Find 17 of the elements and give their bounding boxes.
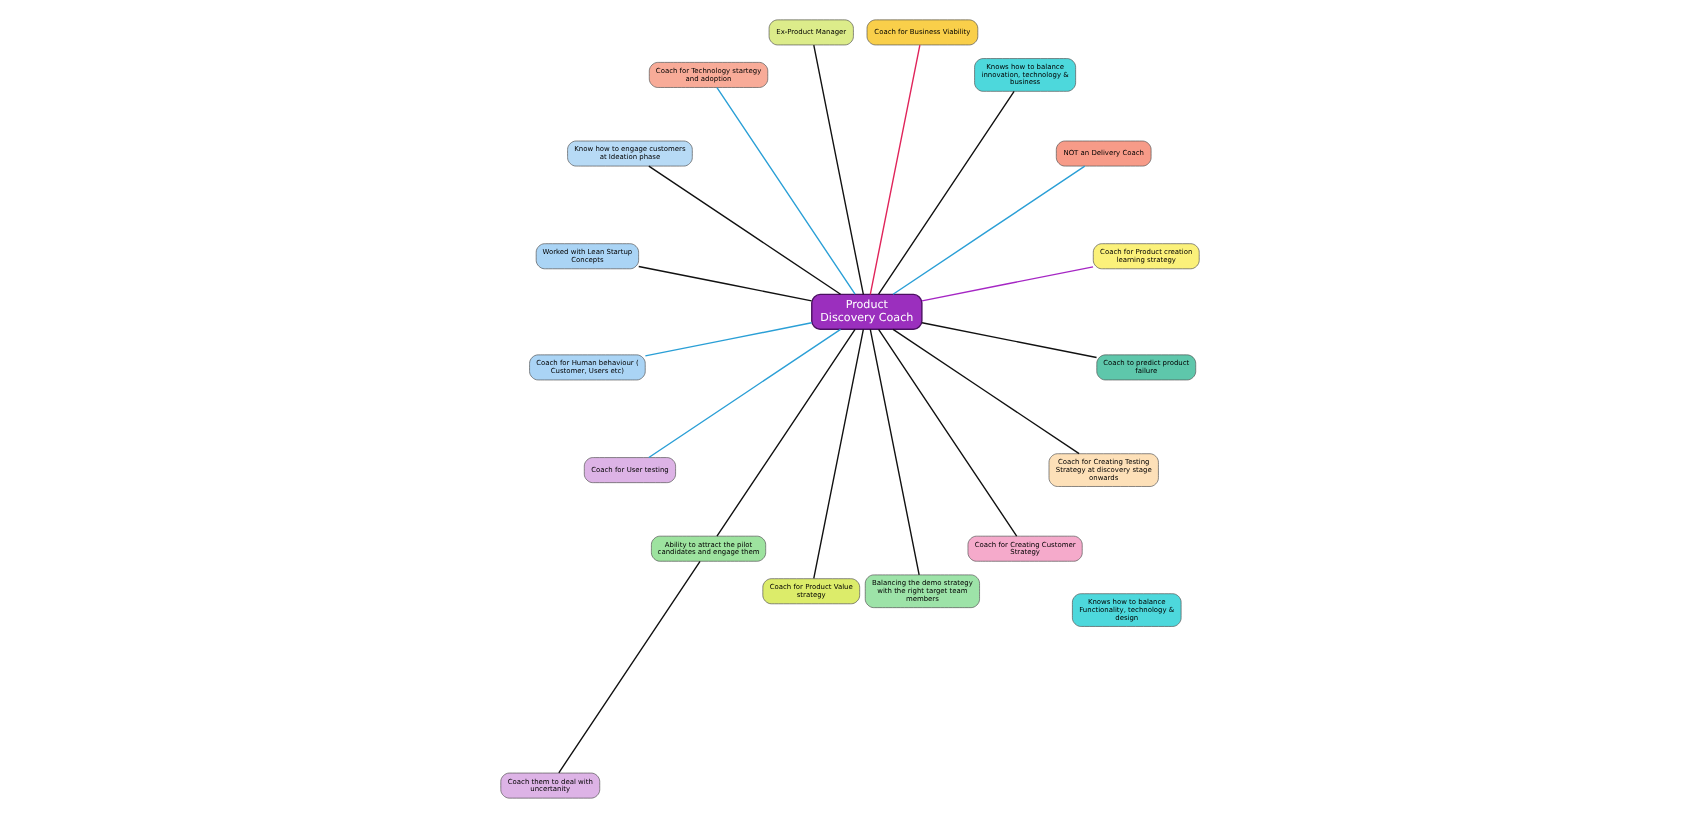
connector bbox=[869, 44, 921, 296]
connector bbox=[813, 328, 865, 580]
connector bbox=[892, 328, 1080, 455]
connector bbox=[648, 165, 842, 295]
connector bbox=[716, 328, 856, 537]
connector bbox=[921, 322, 1098, 359]
connector bbox=[716, 86, 856, 295]
connector bbox=[558, 560, 701, 774]
connector bbox=[648, 328, 842, 459]
connector bbox=[877, 328, 1018, 537]
connector bbox=[644, 322, 813, 357]
connector bbox=[921, 266, 1094, 302]
connector bbox=[638, 265, 813, 302]
connector bbox=[813, 44, 865, 296]
connector bbox=[892, 165, 1086, 295]
connector bbox=[877, 90, 1015, 295]
connector bbox=[869, 328, 920, 576]
